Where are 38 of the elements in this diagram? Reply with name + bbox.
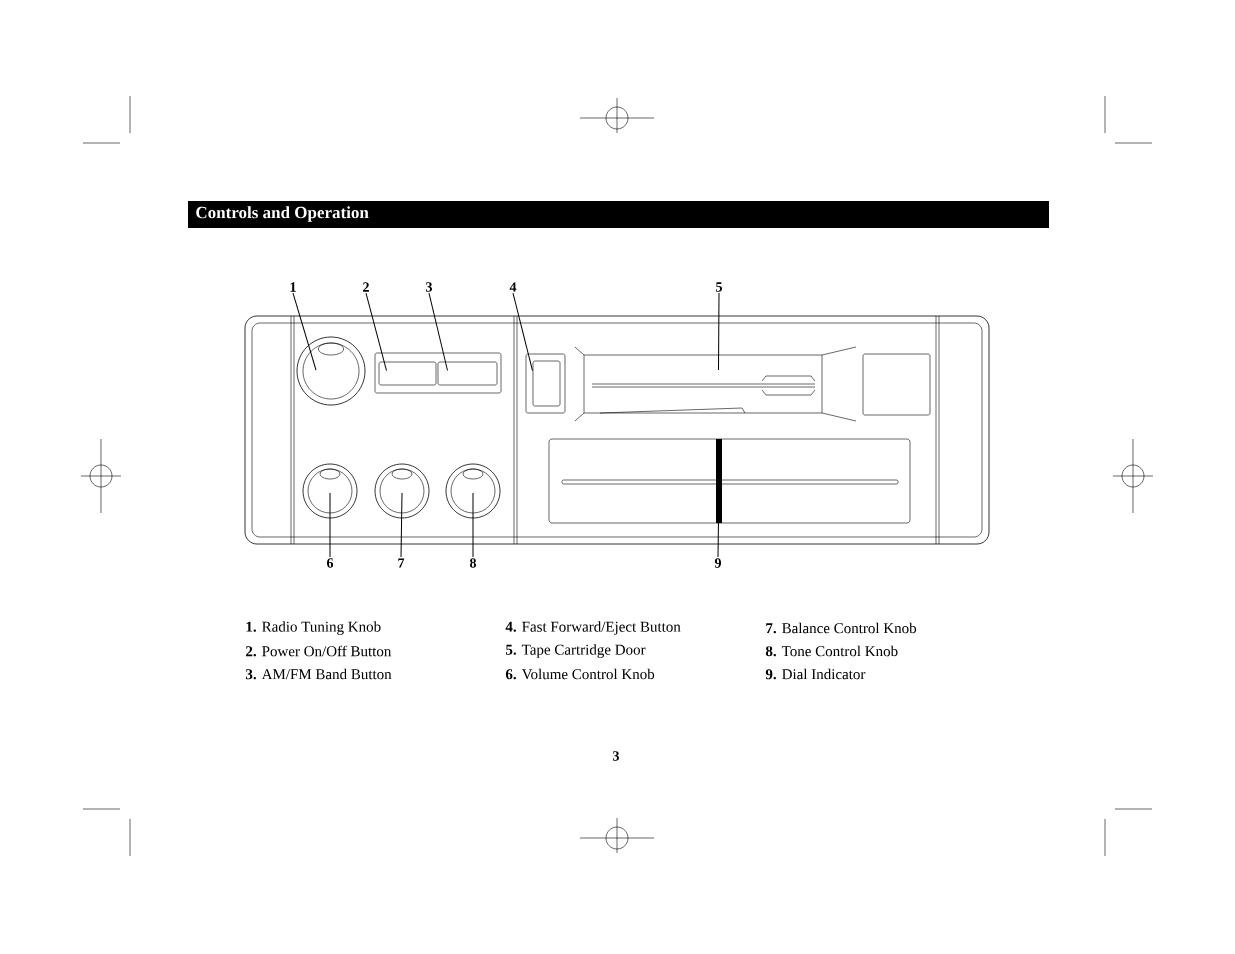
callout-number: 3 — [426, 282, 433, 292]
legend-item: 6. Volume Control Knob — [505, 668, 655, 680]
push-button — [437, 361, 498, 386]
legend-item: 7. Balance Control Knob — [766, 622, 917, 634]
legend-item: 4. Fast Forward/Eject Button — [505, 621, 681, 635]
leader-line — [717, 480, 720, 558]
legend-item: 3. AM/FM Band Button — [245, 668, 392, 680]
tape-door — [574, 346, 857, 422]
leader-line — [718, 292, 720, 371]
callout-number: 1 — [290, 282, 296, 292]
callout-number: 5 — [716, 282, 722, 292]
callout-number: 9 — [714, 558, 721, 568]
title-bar: Controls and Operation — [188, 201, 1049, 228]
callout-number: 7 — [398, 558, 405, 568]
leader-line — [428, 292, 448, 371]
callout-number: 2 — [363, 282, 369, 292]
leader-line — [292, 292, 317, 371]
legend-item: 1. Radio Tuning Knob — [246, 621, 381, 635]
control-knob — [374, 463, 430, 519]
leader-line — [512, 292, 533, 371]
legend-item: 8. Tone Control Knob — [765, 645, 898, 657]
page-number: 3 — [613, 751, 620, 761]
tuning-knob — [296, 336, 366, 406]
callout-number: 6 — [327, 558, 334, 568]
dial-indicator — [716, 439, 722, 523]
legend-item: 2. Power On/Off Button — [246, 645, 392, 657]
leader-line — [472, 492, 474, 558]
control-knob — [302, 463, 358, 519]
legend-item: 9. Dial Indicator — [765, 668, 866, 680]
callout-number: 8 — [470, 558, 477, 568]
leader-line — [365, 292, 387, 371]
control-knob — [445, 463, 501, 519]
legend-item: 5. Tape Cartridge Door — [506, 644, 646, 658]
leader-line — [400, 492, 403, 558]
leader-line — [329, 492, 331, 558]
push-button — [378, 361, 437, 386]
callout-number: 4 — [509, 282, 517, 292]
eject-button — [525, 353, 566, 414]
